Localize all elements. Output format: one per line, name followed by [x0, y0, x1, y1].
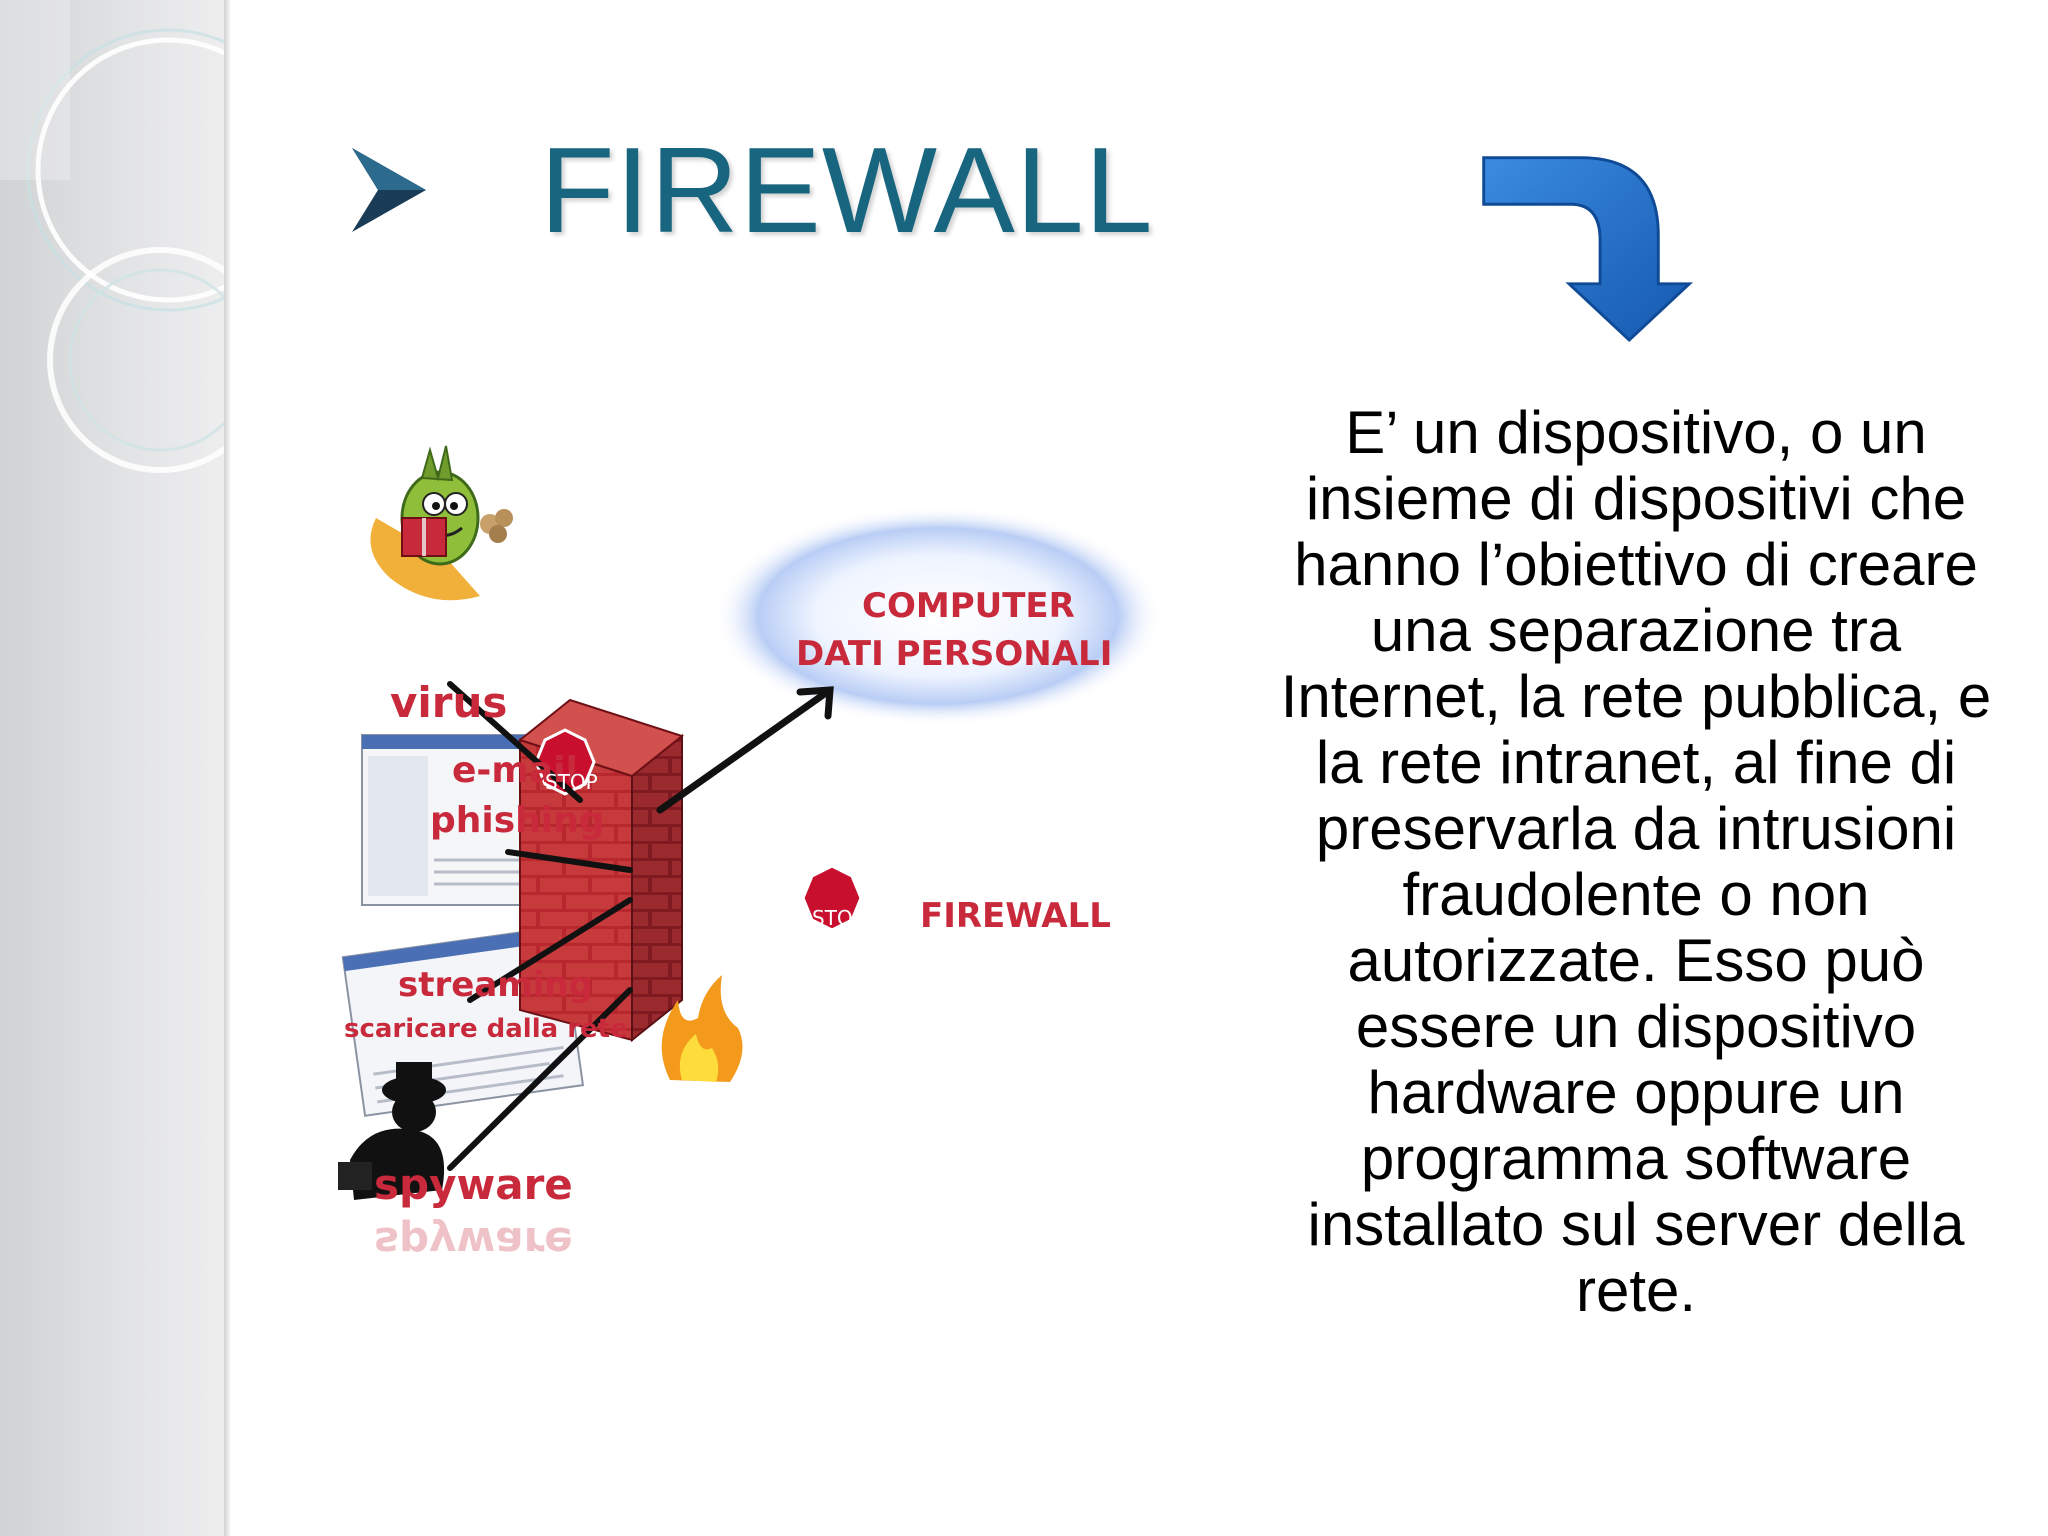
reflection-fade	[330, 1220, 1230, 1420]
fire-icon	[661, 975, 743, 1082]
label-spyware-reflection: spyware	[374, 1218, 573, 1267]
definition-text: E’ un dispositivo, o un insieme di dispo…	[1280, 399, 1992, 1324]
firewall-illustration: virus e-mail phishing streaming scaricar…	[330, 400, 1230, 1420]
label-email: e-mail	[452, 750, 578, 791]
label-computer: COMPUTER	[862, 586, 1075, 626]
sidebar-edge	[224, 0, 230, 1536]
stop-sign-icon	[801, 864, 863, 932]
firewall-diagram	[330, 445, 1230, 1420]
label-scaricare: scaricare dalla rete	[344, 1014, 628, 1044]
stop-sign-label: STOP	[545, 770, 598, 794]
stop-sign-icon	[534, 728, 596, 796]
label-firewall: FIREWALL	[920, 896, 1111, 936]
title-row: FIREWALL	[340, 120, 1240, 260]
spy-silhouette-icon	[338, 1062, 446, 1200]
curved-down-arrow-icon	[1480, 148, 1700, 353]
stop-sign-label: STOP	[812, 906, 865, 930]
label-virus: virus	[390, 678, 508, 727]
decorative-rings-icon	[0, 0, 310, 473]
label-dati-personali: DATI PERSONALI	[796, 634, 1113, 674]
arrow-bullet-icon	[352, 148, 426, 232]
label-streaming: streaming	[398, 965, 593, 1005]
label-phishing: phishing	[430, 800, 605, 841]
computer-cloud	[713, 506, 1163, 726]
sidebar-decoration	[0, 0, 310, 1536]
attack-lines	[447, 681, 633, 1171]
virus-creature-icon	[370, 445, 513, 601]
exit-arrow	[656, 686, 834, 814]
page-title: FIREWALL	[540, 122, 1154, 258]
brick-wall	[517, 698, 685, 1043]
label-spyware: spyware	[374, 1160, 573, 1209]
